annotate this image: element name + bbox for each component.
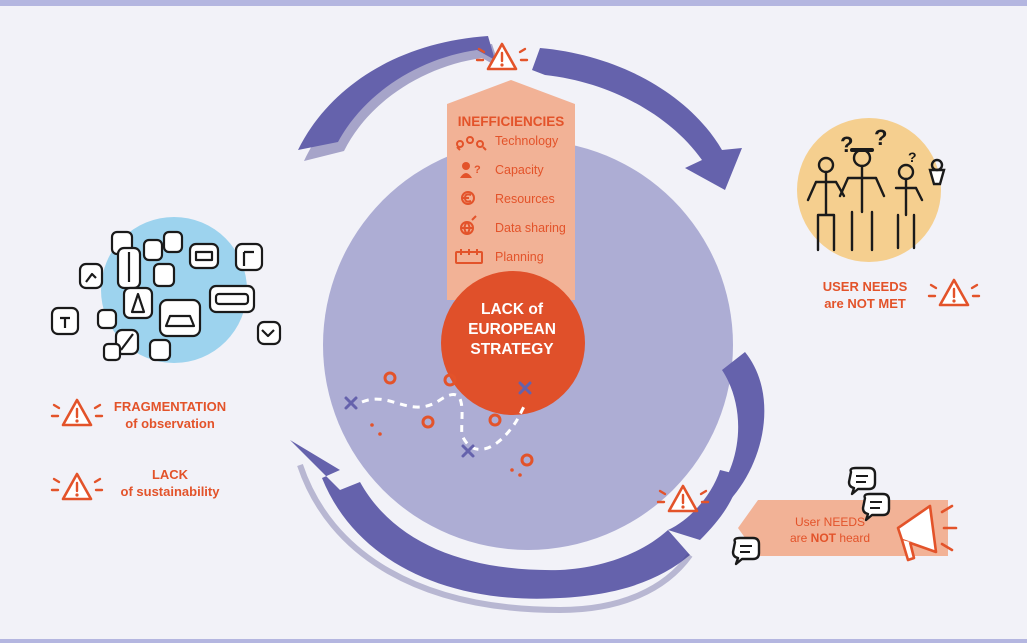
user-needs-not-met-label: USER NEEDS are NOT MET	[800, 278, 930, 312]
warning-icon-user-needs	[927, 278, 981, 307]
megaphone-icon	[896, 504, 958, 562]
fragmentation-line-1: FRAGMENTATION	[113, 399, 227, 414]
circle-marker	[383, 371, 534, 467]
sustainability-label: LACK of sustainability	[100, 466, 240, 500]
warning-icon-fragmentation	[50, 398, 104, 427]
user-needs-line-1: USER NEEDS	[822, 279, 908, 294]
fragmentation-line-2: of observation	[125, 416, 215, 431]
european-strategy-circle	[441, 271, 585, 415]
svg-text:?: ?	[874, 125, 887, 150]
european-strategy-line-2: EUROPEAN	[468, 321, 556, 338]
not-heard-bold: NOT	[810, 531, 836, 545]
svg-text:?: ?	[840, 132, 853, 157]
cycle-arrow-bottom	[290, 440, 693, 614]
path-dashed-line	[361, 393, 528, 451]
european-strategy-label: LACK of EUROPEAN STRATEGY	[442, 300, 582, 360]
inefficiency-item-planning: Planning	[495, 250, 544, 264]
inefficiencies-title: INEFFICIENCIES	[457, 114, 565, 129]
capacity-question-mark: ?	[474, 164, 481, 176]
cycle-arrow-right	[668, 352, 765, 540]
inefficiency-item-capacity: Capacity	[495, 163, 544, 177]
top-border	[0, 0, 1027, 6]
inefficiencies-banner	[447, 80, 575, 300]
x-marker	[344, 381, 532, 458]
speech-bubble-icon	[731, 536, 761, 566]
not-heard-line-1: User NEEDS	[794, 515, 865, 529]
cycle-arrow-top-right	[532, 48, 742, 190]
inefficiency-item-technology: Technology	[495, 134, 559, 148]
cycle-arrow-top-left	[298, 36, 500, 161]
question-marks: ? ? ?	[840, 125, 917, 165]
svg-text:?: ?	[908, 149, 917, 165]
not-heard-label: User NEEDS are NOT heard	[770, 514, 890, 546]
users-illustration	[806, 148, 946, 252]
globe-icon	[460, 215, 477, 235]
capacity-icon	[460, 162, 472, 178]
bottom-border	[0, 639, 1027, 643]
not-heard-post: heard	[836, 531, 871, 545]
european-strategy-line-3: STRATEGY	[470, 341, 554, 358]
speech-bubble-icon	[847, 466, 877, 496]
calendar-icon	[455, 249, 483, 264]
inefficiency-item-data-sharing: Data sharing	[495, 221, 566, 235]
dot-marker	[370, 423, 522, 477]
not-heard-banner	[738, 500, 948, 556]
observation-icons	[50, 230, 282, 362]
warning-icon-sustainability	[50, 472, 104, 501]
euro-icon	[461, 191, 475, 205]
technology-icon	[456, 136, 487, 151]
not-heard-pre: are	[789, 531, 811, 545]
european-strategy-line-1: LACK of	[481, 301, 543, 318]
sustainability-line-2: of sustainability	[120, 484, 220, 499]
user-needs-line-2: are NOT MET	[824, 296, 906, 311]
inefficiency-item-resources: Resources	[495, 192, 555, 206]
not-heard-line-2: are NOT heard	[770, 530, 890, 546]
fragmentation-label: FRAGMENTATION of observation	[100, 398, 240, 432]
sustainability-line-1: LACK	[151, 467, 189, 482]
